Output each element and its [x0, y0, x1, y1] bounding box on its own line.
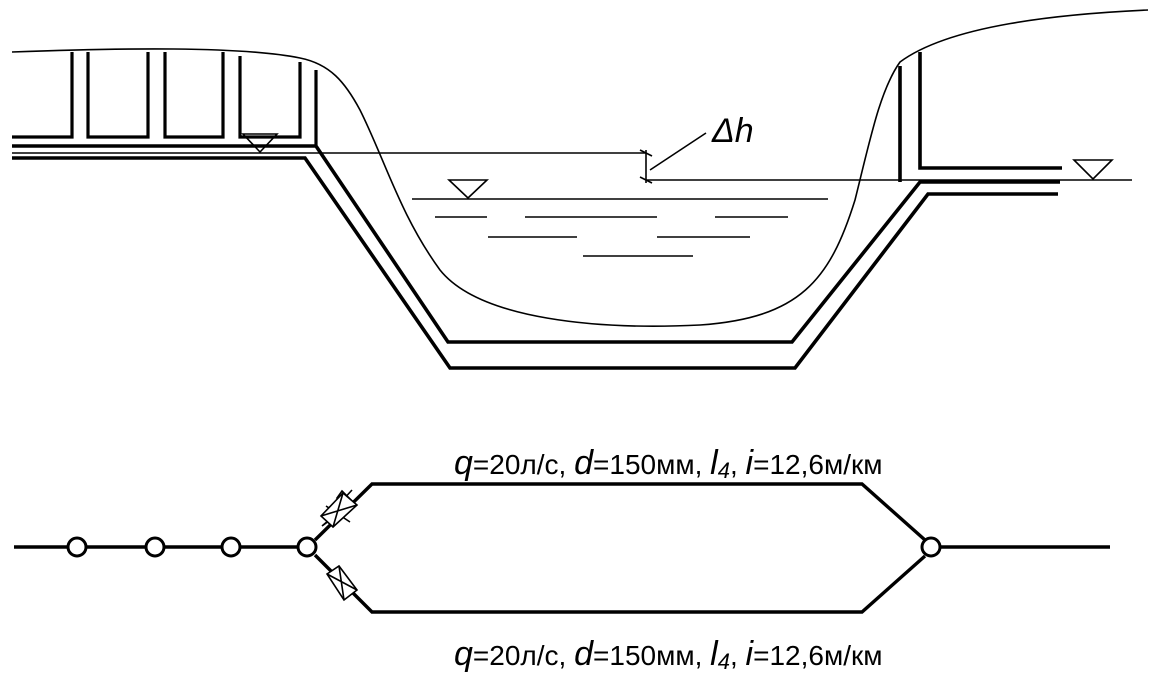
ground-surface-curve: [11, 9, 1149, 327]
water-ripples: [412, 198, 828, 257]
node-2: [144, 536, 166, 558]
branch-pipe-upper: [313, 482, 927, 542]
trench-lining-outer: [12, 156, 1058, 370]
valve-upper-icon: [319, 489, 359, 529]
node-1: [66, 536, 88, 558]
valve-lower-icon: [325, 564, 359, 602]
delta-h-dimension: [639, 132, 707, 184]
branch-label-lower: q=20л/с, d=150мм, l4, i=12,6м/км: [454, 635, 882, 673]
trench-lining-inner: [12, 144, 1060, 344]
left-cells: [12, 52, 318, 145]
level-marker-center: [446, 179, 490, 200]
nodes: [66, 536, 942, 558]
right-well: [898, 52, 1062, 182]
pipe-scheme: [14, 482, 1110, 614]
branch-label-upper: q=20л/с, d=150мм, l4, i=12,6м/км: [454, 444, 882, 483]
level-marker-right: [1072, 159, 1114, 181]
level-marker-left: [241, 133, 279, 154]
delta-h-label: Δh: [711, 112, 754, 150]
node-join: [920, 536, 942, 558]
node-split: [296, 536, 318, 558]
branch-pipe-lower: [313, 553, 927, 614]
cross-section: [11, 9, 1149, 370]
node-3: [220, 536, 242, 558]
